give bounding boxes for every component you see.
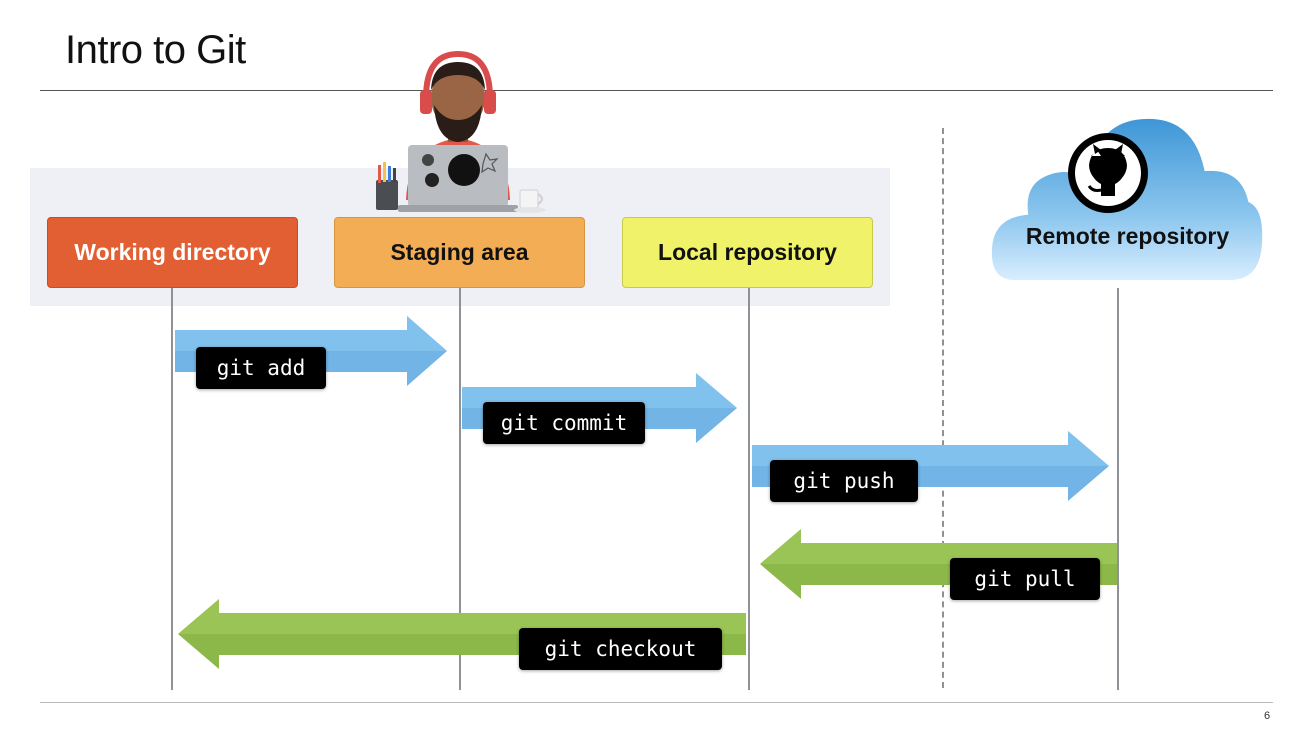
working-directory-lane <box>171 288 173 690</box>
git-checkout-label: git checkout <box>519 628 722 670</box>
staging-area-box: Staging area <box>334 217 585 288</box>
footer-divider <box>40 702 1273 703</box>
remote-repository-cloud: Remote repository <box>985 108 1270 298</box>
git-commit-label: git commit <box>483 402 645 444</box>
remote-repository-lane <box>1117 288 1119 690</box>
git-add-label: git add <box>196 347 326 389</box>
staging-area-lane <box>459 288 461 690</box>
developer-illustration <box>368 50 558 220</box>
remote-repository-label: Remote repository <box>1025 223 1230 249</box>
github-octocat-icon <box>1067 132 1149 214</box>
slide-title: Intro to Git <box>65 28 246 72</box>
network-boundary-divider <box>942 128 944 688</box>
git-pull-label: git pull <box>950 558 1100 600</box>
local-repository-box: Local repository <box>622 217 873 288</box>
page-number: 6 <box>1264 710 1271 722</box>
working-directory-box: Working directory <box>47 217 298 288</box>
git-push-label: git push <box>770 460 918 502</box>
title-divider <box>40 90 1273 91</box>
local-repository-lane <box>748 288 750 690</box>
